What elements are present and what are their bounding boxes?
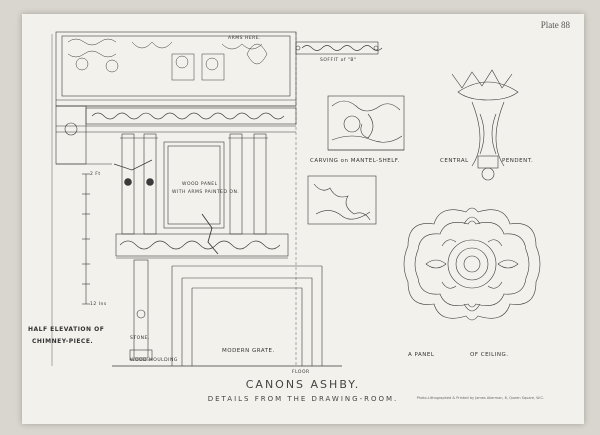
scale-bottom-label: 12 Ins [90,302,107,307]
overmantel-ornament [67,38,268,81]
label-pendent: PENDENT. [502,158,534,164]
scale-bar [82,173,90,305]
drawing-sheet: Plate 88 [22,14,584,424]
wood-panel [163,141,225,229]
label-wood-panel-2: WITH ARMS PAINTED ON. [172,190,240,195]
plate-title: CANONS ASHBY. [245,378,361,391]
scale-top-label: 2 Ft [90,172,101,177]
label-central: CENTRAL [440,158,469,164]
columns [120,133,268,235]
label-chimney-piece: CHIMNEY-PIECE. [32,338,94,345]
label-mantel-carving: CARVING on MANTEL-SHELF. [310,158,400,164]
label-modern-grate: MODERN GRATE. [222,348,275,354]
plate-number: Plate 88 [540,20,570,30]
overmantel-frame [55,31,297,107]
label-stone: STONE. [130,336,150,341]
dragon-carving [307,175,377,225]
mantel-carving [327,95,405,151]
soffit-detail [295,41,383,55]
printer-credit: Photo-Lithographed & Printed by James Ak… [416,396,544,400]
central-pendent [451,69,519,181]
label-of-ceiling: OF CEILING. [470,352,509,358]
label-a-panel: A PANEL [408,352,435,358]
fireplace-opening [171,265,323,366]
ceiling-panel [403,207,541,321]
plate-subtitle: DETAILS FROM THE DRAWING-ROOM. [207,395,399,403]
label-arms-here: ARMS HERE. [228,36,262,41]
architectural-drawing [51,31,541,367]
label-wood-moulding: WOOD MOULDING [130,358,178,363]
label-wood-panel-1: WOOD PANEL [182,182,218,187]
label-floor: FLOOR [292,370,310,375]
label-half-elevation: HALF ELEVATION OF [28,326,105,333]
label-soffit: SOFFIT of "B" [320,58,357,63]
